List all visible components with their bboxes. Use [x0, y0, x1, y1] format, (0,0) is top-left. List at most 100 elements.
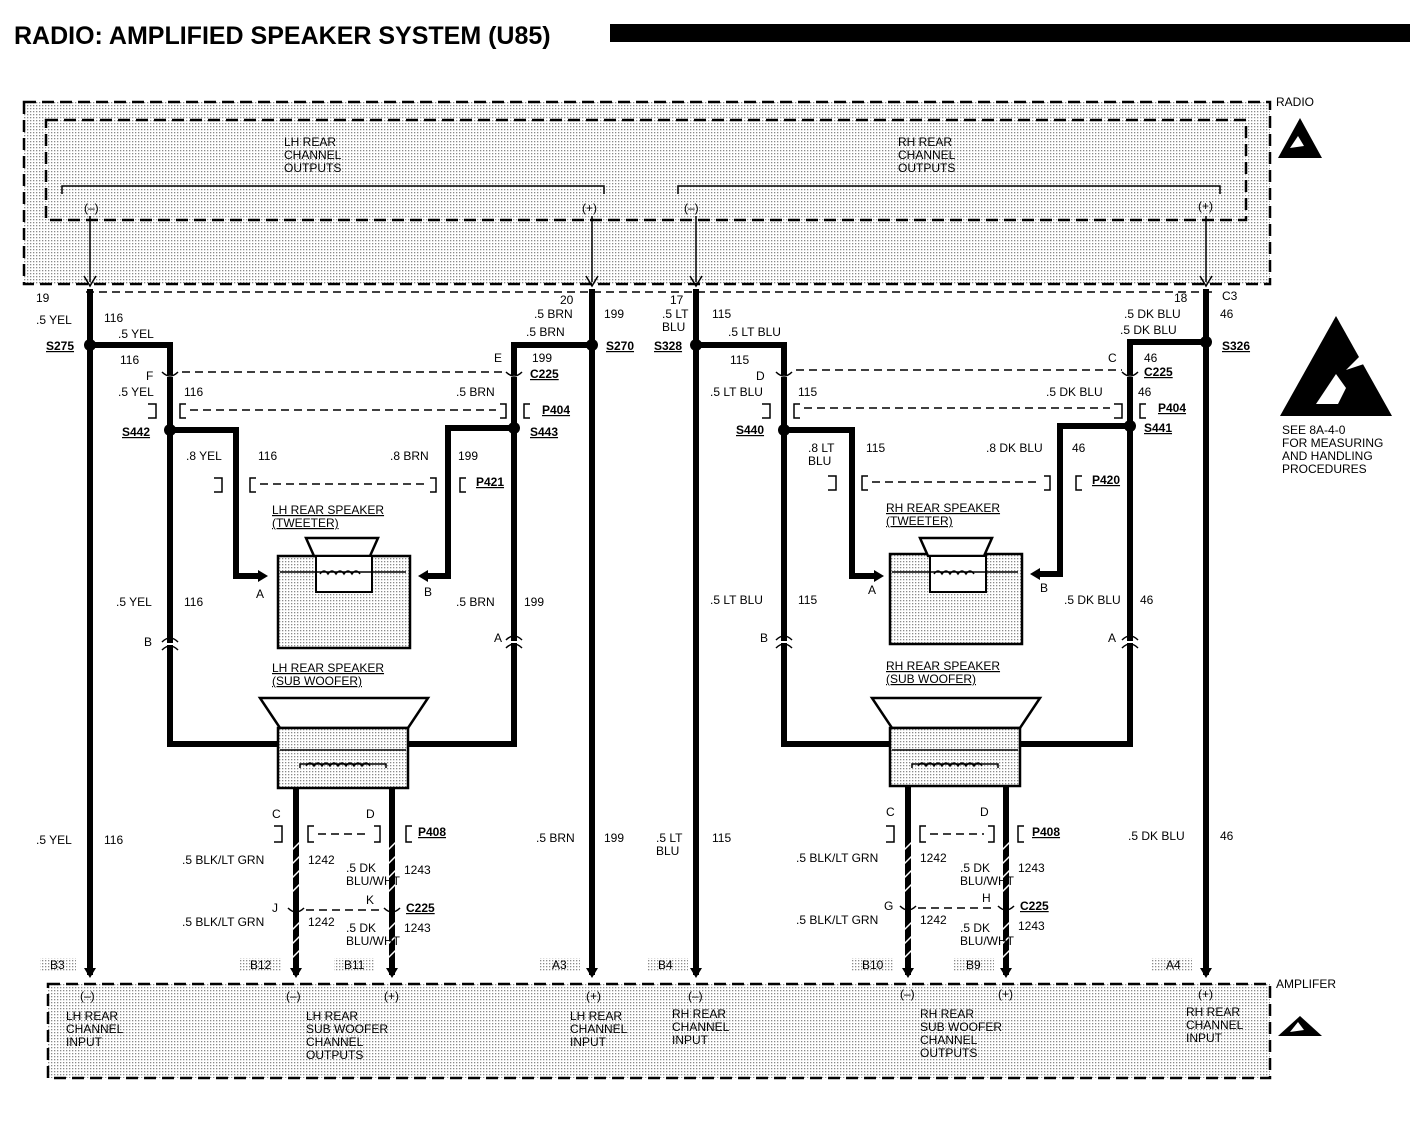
wire-color-rh-plus-branch: .5 DK BLU	[1120, 323, 1177, 337]
circuit-116-low: 116	[104, 833, 123, 847]
wire-color-lh-minus-branch: .5 YEL	[118, 327, 154, 341]
wire-color-lh-plus-top: .5 BRN	[534, 307, 573, 321]
pin-letter-d: D	[756, 369, 765, 383]
circuit-46-branch: 46	[1144, 351, 1158, 365]
connector-c225-rh: C225	[1144, 365, 1173, 379]
tweeter-terminals	[258, 568, 1040, 582]
pin-number-18: 18	[1174, 291, 1188, 305]
wire-color-lh-plus-branch: .5 BRN	[526, 325, 565, 339]
circuit-115-branch: 115	[730, 353, 749, 367]
circuit-1243-rh1: 1243	[1018, 861, 1045, 875]
splice-s443: S443	[530, 425, 558, 439]
esd-warning-icon-radio	[1278, 118, 1322, 158]
pin-number-19: 19	[36, 291, 50, 305]
splice-s275: S275	[46, 339, 74, 353]
pin-letter-a-lh-tw: A	[256, 587, 264, 601]
circuit-116-mid: 116	[184, 595, 203, 609]
main-wires	[87, 289, 1209, 975]
circuit-116-branch: 116	[120, 353, 139, 367]
pin-letter-b-rh-tw: B	[1040, 581, 1048, 595]
wire-color-dkblu-c: .5 DK BLU	[1046, 385, 1103, 399]
c225-p404-connectors	[148, 369, 1146, 419]
circuit-116-tw: 116	[258, 449, 277, 463]
p421-p420-connectors	[214, 475, 1082, 493]
circuit-199-mid: 199	[524, 595, 544, 609]
splice-s442: S442	[122, 425, 150, 439]
radio-lh-plus: (+)	[582, 201, 597, 215]
radio-lh-minus: (–)	[84, 201, 99, 215]
rh-output-bracket	[677, 185, 1221, 194]
circuit-46-c: 46	[1138, 385, 1152, 399]
pin-letter-d-rh: D	[980, 805, 989, 819]
pin-letter-c-rh: C	[886, 805, 895, 819]
splice-s328: S328	[654, 339, 682, 353]
pin-letter-a-rh-tw: A	[868, 583, 876, 597]
wire-color-yel-mid: .5 YEL	[116, 595, 152, 609]
pin-letter-b-lh-tw: B	[424, 585, 432, 599]
amp-rh-sub-minus: (–)	[900, 987, 915, 1001]
wire-color-blkltgrn-rh2: .5 BLK/LT GRN	[796, 913, 878, 927]
wire-color-brn-mid: .5 BRN	[456, 595, 495, 609]
connector-p404-lh: P404	[542, 403, 570, 417]
circuit-199-branch: 199	[532, 351, 552, 365]
pin-letter-a-lh-sub: A	[494, 631, 502, 645]
wire-color-yel-f: .5 YEL	[118, 385, 154, 399]
rh-subwoofer	[869, 696, 1043, 788]
pin-letter-k: K	[366, 893, 374, 907]
pin-letter-e: E	[494, 351, 502, 365]
p408-c225-lower-connectors	[274, 825, 1024, 913]
amp-lh-sub-plus: (+)	[384, 989, 399, 1003]
connector-p404-rh: P404	[1158, 401, 1186, 415]
amplifier-terminals	[84, 968, 1212, 978]
radio-terminals	[83, 216, 1213, 288]
circuit-1243-lh1: 1243	[404, 863, 431, 877]
amp-rh-plus: (+)	[1198, 987, 1213, 1001]
pin-letter-j: J	[272, 901, 278, 915]
splice-s440: S440	[736, 423, 764, 437]
circuit-116-top: 116	[104, 311, 123, 325]
circuit-116-f: 116	[184, 385, 203, 399]
wire-color-dkblu8: .8 DK BLU	[986, 441, 1043, 455]
circuit-199-low: 199	[604, 831, 624, 845]
amp-pin-b4: B4	[658, 958, 673, 972]
amp-lh-plus: (+)	[586, 989, 601, 1003]
circuit-115-d: 115	[798, 385, 817, 399]
c3-label: C3	[1222, 289, 1238, 303]
circuit-46-top: 46	[1220, 307, 1234, 321]
amp-rh-minus: (–)	[688, 989, 703, 1003]
wire-color-ltblu-d: .5 LT BLU	[710, 385, 763, 399]
circuit-1242-rh2: 1242	[920, 913, 947, 927]
wire-color-brn-low: .5 BRN	[536, 831, 575, 845]
connector-c225-lh-low: C225	[406, 901, 435, 915]
rh-tweeter-label: RH REAR SPEAKER(TWEETER)	[886, 501, 1000, 528]
wire-color-brn-e: .5 BRN	[456, 385, 495, 399]
esd-warning-icon-large	[1280, 316, 1392, 416]
amp-pin-b12: B12	[250, 958, 272, 972]
rh-tweeter	[888, 536, 1024, 646]
rh-sub-label: RH REAR SPEAKER(SUB WOOFER)	[886, 659, 1000, 686]
splice-s326: S326	[1222, 339, 1250, 353]
wire-color-blkltgrn-rh1: .5 BLK/LT GRN	[796, 851, 878, 865]
wire-color-brn8: .8 BRN	[390, 449, 429, 463]
circuit-1242-rh1: 1242	[920, 851, 947, 865]
amp-pin-a4: A4	[1166, 958, 1181, 972]
connector-p420: P420	[1092, 473, 1120, 487]
lh-tweeter-label: LH REAR SPEAKER(TWEETER)	[272, 503, 384, 530]
amp-pin-a3: A3	[552, 958, 567, 972]
wire-color-yel-low: .5 YEL	[36, 833, 72, 847]
amp-lh-minus: (–)	[80, 989, 95, 1003]
splice-dots	[84, 336, 1212, 436]
wire-color-dkblu-mid: .5 DK BLU	[1064, 593, 1121, 607]
wire-color-blkltgrn-lh2: .5 BLK/LT GRN	[182, 915, 264, 929]
radio-label: RADIO	[1276, 95, 1314, 109]
circuit-115-top: 115	[712, 307, 731, 321]
